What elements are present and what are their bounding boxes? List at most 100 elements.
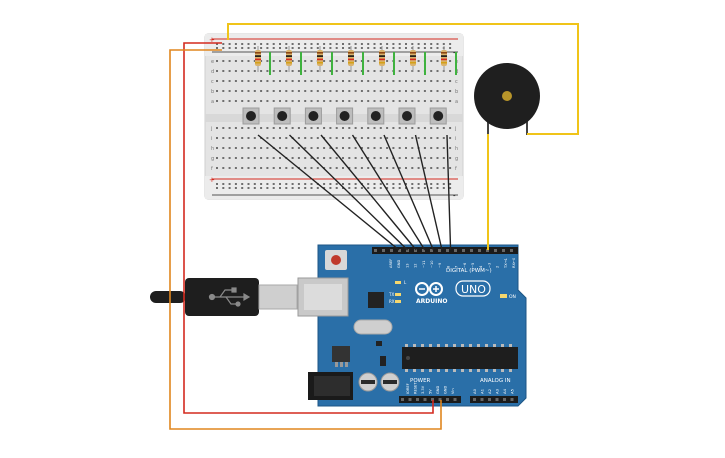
bb-hole	[436, 137, 439, 139]
bb-hole	[241, 137, 244, 139]
bb-hole	[260, 127, 263, 129]
header-pin	[431, 398, 434, 401]
bb-hole	[417, 187, 420, 189]
power-pin-label: 3.3V	[421, 385, 425, 394]
resistor-band	[379, 55, 385, 57]
bb-hole	[405, 167, 407, 169]
bb-hole	[329, 157, 332, 159]
bb-hole	[228, 187, 231, 189]
bb-hole	[304, 90, 307, 92]
bb-hole	[234, 167, 237, 169]
bb-hole	[260, 60, 263, 62]
bb-hole	[216, 70, 218, 72]
bb-hole	[360, 167, 363, 169]
bb-hole	[310, 43, 313, 45]
bb-hole	[323, 187, 326, 189]
breadboard[interactable]: + - + - eeddccbbaajjiihhggff	[204, 33, 464, 200]
header-pin	[502, 249, 505, 252]
bb-hole	[266, 187, 269, 189]
bb-hole	[430, 157, 433, 159]
bb-hole	[323, 70, 326, 72]
bb-hole	[291, 90, 294, 92]
bb-hole	[348, 157, 351, 159]
bb-hole	[405, 100, 407, 102]
bb-hole	[234, 60, 237, 62]
bb-hole	[392, 187, 395, 189]
bb-hole	[234, 147, 237, 149]
bb-hole	[272, 60, 275, 62]
resistor-band	[255, 55, 261, 57]
row-letter: i	[211, 136, 212, 142]
analog-pin-label: A3	[495, 388, 500, 394]
bb-hole	[436, 60, 439, 62]
bb-hole	[436, 100, 439, 102]
header-pin	[510, 398, 514, 401]
bb-hole	[316, 127, 319, 129]
bb-hole	[398, 183, 401, 185]
bb-hole	[430, 127, 433, 129]
bb-hole	[405, 137, 407, 139]
bb-hole	[373, 183, 376, 185]
chip-pin	[437, 369, 440, 372]
usb-chip	[368, 292, 384, 308]
bb-hole	[373, 70, 376, 72]
bb-hole	[304, 60, 307, 62]
header-pin	[398, 249, 401, 252]
bb-hole	[297, 147, 300, 149]
bb-hole	[247, 47, 250, 49]
bb-hole	[449, 137, 452, 139]
bb-hole	[342, 90, 344, 92]
pushbutton-cap	[370, 111, 381, 121]
bb-hole	[373, 60, 376, 62]
signal-wire	[289, 134, 409, 251]
bb-hole	[316, 90, 319, 92]
digital-pin-label: 4	[479, 265, 483, 268]
bb-hole	[297, 157, 300, 159]
bb-hole	[285, 90, 288, 92]
usb-cable[interactable]	[150, 278, 298, 316]
bb-hole	[449, 167, 452, 169]
bb-hole	[253, 127, 256, 129]
bb-hole	[329, 183, 332, 185]
arduino-uno-board[interactable]: L TX RX ON ARDUINO UNO DIGITAL (PWM~) PO…	[297, 244, 527, 407]
bb-hole	[354, 157, 357, 159]
bb-hole	[329, 187, 332, 189]
bb-hole	[423, 187, 426, 189]
bb-hole	[297, 183, 300, 185]
piezo-buzzer[interactable]	[474, 63, 540, 135]
bb-hole	[247, 80, 250, 82]
bb-hole	[386, 147, 389, 149]
resistor-band	[348, 52, 354, 54]
bb-hole	[411, 127, 414, 129]
resistor-band	[410, 55, 416, 57]
header-pin	[462, 249, 465, 252]
bb-hole	[354, 167, 357, 169]
bb-hole	[266, 43, 269, 45]
bb-hole	[442, 147, 445, 149]
bb-hole	[348, 127, 351, 129]
bb-hole	[279, 127, 281, 129]
bb-hole	[260, 90, 263, 92]
bb-hole	[405, 80, 407, 82]
bb-hole	[348, 100, 351, 102]
bb-hole	[241, 90, 244, 92]
resistor-band	[255, 61, 261, 64]
chip-pin	[429, 369, 432, 372]
bb-hole	[335, 167, 338, 169]
chip-pin	[413, 369, 416, 372]
bb-hole	[310, 147, 313, 149]
resistor-band	[348, 58, 354, 61]
reset-button[interactable]	[331, 255, 341, 265]
bb-hole	[335, 80, 338, 82]
row-letter: g	[211, 156, 214, 162]
bb-hole	[342, 70, 344, 72]
bb-hole	[310, 157, 313, 159]
resistor-band	[286, 52, 292, 54]
resistor-band	[410, 52, 416, 54]
bb-hole	[379, 147, 382, 149]
bb-hole	[241, 167, 244, 169]
row-letter: c	[211, 79, 214, 85]
bb-hole	[398, 80, 401, 82]
bb-hole	[398, 100, 401, 102]
bb-hole	[430, 47, 433, 49]
